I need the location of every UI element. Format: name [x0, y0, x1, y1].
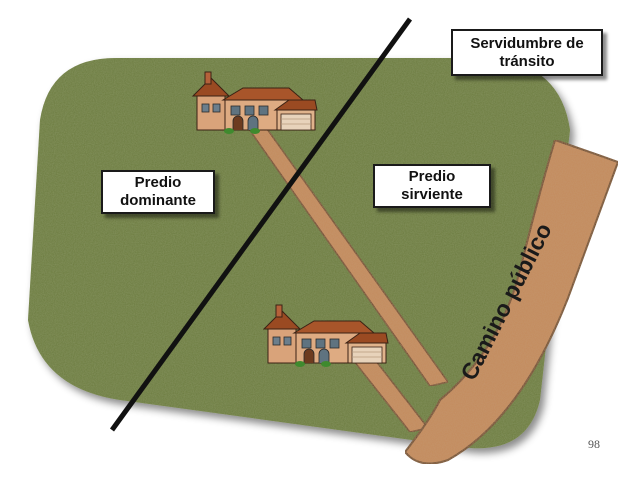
- page-number: 98: [588, 437, 600, 451]
- label-predio-sirviente: Predio sirviente: [373, 164, 491, 208]
- field: [28, 57, 570, 449]
- title-box: Servidumbre de tránsito: [451, 29, 603, 76]
- label-predio-dominante: Predio dominante: [101, 170, 215, 214]
- public-road: [403, 138, 620, 465]
- boundary-line: [109, 17, 413, 432]
